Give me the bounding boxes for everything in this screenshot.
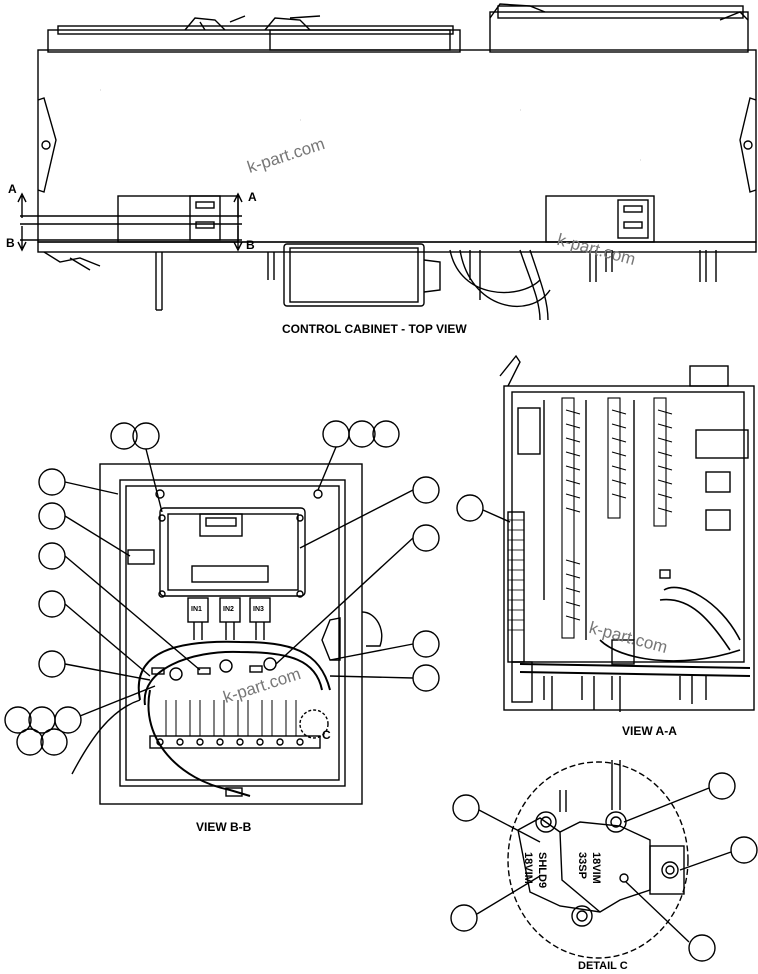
view-bb-title: VIEW B-B — [196, 820, 252, 834]
view-b-b — [71, 463, 383, 805]
callout-balloons-detail-c — [450, 772, 758, 962]
wire-label-18vim-left: 18VIM — [522, 852, 534, 884]
detail-c-title: DETAIL C — [578, 960, 628, 972]
section-marker-b-left: B — [6, 236, 15, 250]
callout-balloons-view-bb — [4, 420, 440, 756]
section-marker-c: C — [322, 728, 331, 742]
connector-label-in3: IN3 — [253, 606, 264, 613]
view-aa-title: VIEW A-A — [622, 724, 677, 738]
connector-label-in2: IN2 — [223, 606, 234, 613]
wire-label-33sp: 33SP — [576, 852, 588, 879]
control-cabinet-top-view — [17, 3, 757, 321]
wire-label-18vim-right: 18VIM — [590, 852, 602, 884]
connector-label-in1: IN1 — [191, 606, 202, 613]
view-a-a — [499, 354, 755, 712]
wire-label-shld9: SHLD9 — [536, 852, 548, 889]
callout-balloons-view-aa — [456, 494, 511, 523]
detail-c — [507, 760, 689, 959]
section-marker-b-right: B — [246, 238, 255, 252]
section-marker-a-left: A — [8, 182, 17, 196]
section-marker-a-right: A — [248, 190, 257, 204]
top-view-title: CONTROL CABINET - TOP VIEW — [282, 322, 467, 336]
